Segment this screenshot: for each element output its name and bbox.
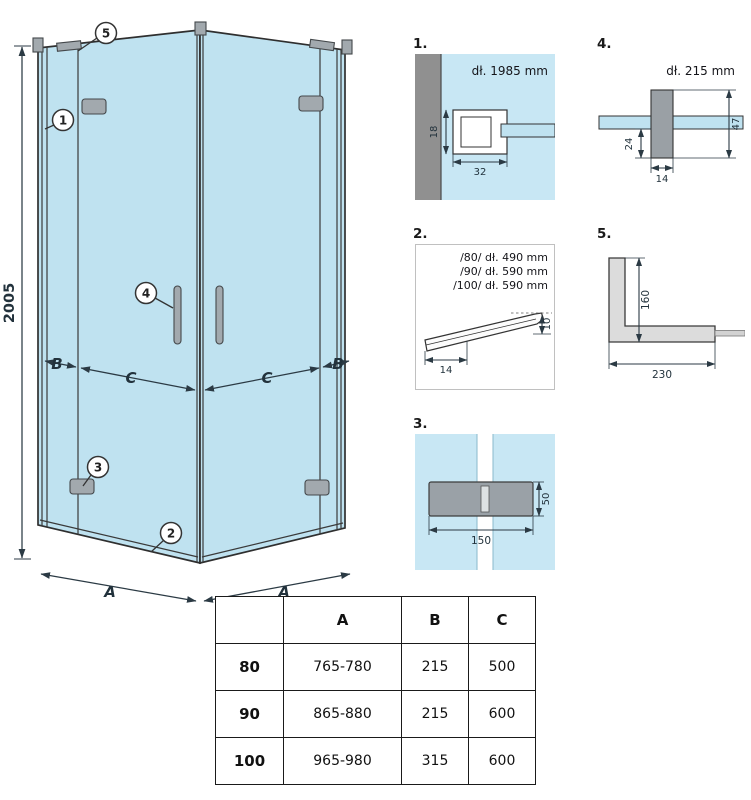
- cell-c: 600: [468, 737, 536, 785]
- cell-a: 765-780: [283, 643, 402, 691]
- detail-4-number: 4.: [597, 36, 612, 52]
- detail-4-dim-c: 14: [656, 174, 669, 185]
- profile-section: [452, 109, 508, 155]
- detail-4-dim-a: 24: [624, 138, 635, 151]
- cell-b: 215: [401, 690, 469, 738]
- hinge-knuckle: [480, 485, 490, 513]
- top-bracket-left: [56, 40, 82, 52]
- callout-5-leader: [77, 37, 98, 52]
- table-row-80: 80 765-780 215 500: [215, 643, 536, 691]
- glass-edge: [500, 123, 555, 138]
- detail-1-dim-w: 32: [474, 167, 487, 178]
- detail-4-dim-lines: [635, 89, 736, 173]
- detail-5-dim-lines: [608, 257, 716, 369]
- header-empty: [215, 596, 284, 644]
- detail-5-number: 5.: [597, 226, 612, 242]
- dim-a-left: A: [103, 583, 116, 601]
- callout-2-number: 2: [167, 527, 175, 541]
- detail-5-dim-w: 230: [652, 369, 672, 381]
- height-dimension: 2005: [2, 283, 18, 323]
- detail-2-dim-w: 14: [440, 365, 453, 376]
- detail-1-wall-profile: dł. 1985 mm 18 32: [415, 54, 555, 200]
- detail-2-dim-h: 10: [542, 318, 553, 331]
- cell-c: 600: [468, 690, 536, 738]
- detail-2-line3: /100/ dł. 590 mm: [453, 279, 548, 292]
- callout-4-leader: [154, 297, 174, 309]
- glass-panel-right: [199, 29, 346, 565]
- dimensions-table: A B C 80 765-780 215 500 90 865-880 215 …: [215, 596, 536, 785]
- cell-c: 500: [468, 643, 536, 691]
- hinge-bottom-right: [304, 479, 330, 496]
- detail-4-title: dł. 215 mm: [666, 64, 735, 78]
- detail-2-line1: /80/ dł. 490 mm: [460, 251, 548, 264]
- l-profile: [608, 257, 716, 343]
- callout-3-circle: [86, 455, 110, 479]
- cell-size: 90: [215, 690, 284, 738]
- dimension-lines: [14, 45, 351, 603]
- detail-4-dim-b: 47: [731, 118, 742, 131]
- cell-a: 865-880: [283, 690, 402, 738]
- table-header-row: A B C: [215, 596, 536, 644]
- cell-a: 965-980: [283, 737, 402, 785]
- hinge-top-left: [81, 98, 107, 115]
- callout-2-leader: [150, 539, 165, 553]
- callout-1-number: 1: [59, 114, 67, 128]
- detail-3-dim-h: 50: [541, 493, 552, 506]
- wall-post-left: [32, 37, 44, 53]
- detail-2-dim-lines: [424, 315, 551, 365]
- detail-2-bottom-seal: /80/ dł. 490 mm /90/ dł. 590 mm /100/ dł…: [415, 244, 555, 390]
- header-c: C: [468, 596, 536, 644]
- callout-1-circle: [51, 108, 75, 132]
- callout-3-leader: [82, 474, 92, 487]
- detail-3-dim-w: 150: [471, 535, 491, 547]
- callout-3-number: 3: [94, 461, 102, 475]
- frame-lines: [39, 31, 344, 562]
- connector-bar: [650, 89, 674, 159]
- top-bracket-right: [308, 38, 336, 52]
- table-row-100: 100 965-980 315 600: [215, 737, 536, 785]
- callouts: 5 1 4 3 2: [44, 21, 183, 553]
- detail-4-connector: dł. 215 mm 24 47 14: [598, 64, 744, 185]
- detail-3-dim-lines: [428, 481, 544, 535]
- callout-5-number: 5: [102, 27, 110, 41]
- hardware: [32, 21, 353, 496]
- detail-1-dim-h: 18: [429, 126, 440, 139]
- wall-post-right: [341, 39, 353, 55]
- callout-1-leader: [44, 124, 55, 130]
- detail-5-corner-bracket: 160 230: [608, 257, 745, 381]
- callout-4-number: 4: [142, 287, 150, 301]
- callout-4-circle: [134, 281, 158, 305]
- detail-3-hinge: 150 50: [415, 434, 555, 570]
- detail-2-number: 2.: [413, 226, 428, 242]
- handle-right: [215, 285, 224, 345]
- hinge-top-right: [298, 95, 324, 112]
- header-b: B: [401, 596, 469, 644]
- cell-size: 100: [215, 737, 284, 785]
- detail-5-dim-h: 160: [640, 290, 652, 310]
- callout-5-circle: [94, 21, 118, 45]
- wall-section: [415, 54, 441, 200]
- dim-b-left: B: [51, 355, 62, 373]
- cell-b: 215: [401, 643, 469, 691]
- cell-b: 315: [401, 737, 469, 785]
- cell-size: 80: [215, 643, 284, 691]
- table-row-90: 90 865-880 215 600: [215, 690, 536, 738]
- dim-c-right: C: [261, 369, 272, 387]
- detail-1-dim-lines: [442, 109, 508, 167]
- glass-edge: [714, 330, 745, 337]
- header-a: A: [283, 596, 402, 644]
- dim-b-right: B: [332, 355, 343, 373]
- hinge-bottom-left: [69, 478, 95, 495]
- corner-post-top: [194, 21, 207, 36]
- detail-2-line2: /90/ dł. 590 mm: [460, 265, 548, 278]
- detail-1-title: dł. 1985 mm: [472, 64, 548, 78]
- main-drawing: B C C B A A 2005: [2, 21, 353, 603]
- detail-1-number: 1.: [413, 36, 428, 52]
- detail-3-number: 3.: [413, 416, 428, 432]
- dim-c-left: C: [125, 369, 136, 387]
- callout-2-circle: [159, 521, 183, 545]
- handle-left: [173, 285, 182, 345]
- detail-2-lengths: /80/ dł. 490 mm /90/ dł. 590 mm /100/ dł…: [453, 251, 548, 292]
